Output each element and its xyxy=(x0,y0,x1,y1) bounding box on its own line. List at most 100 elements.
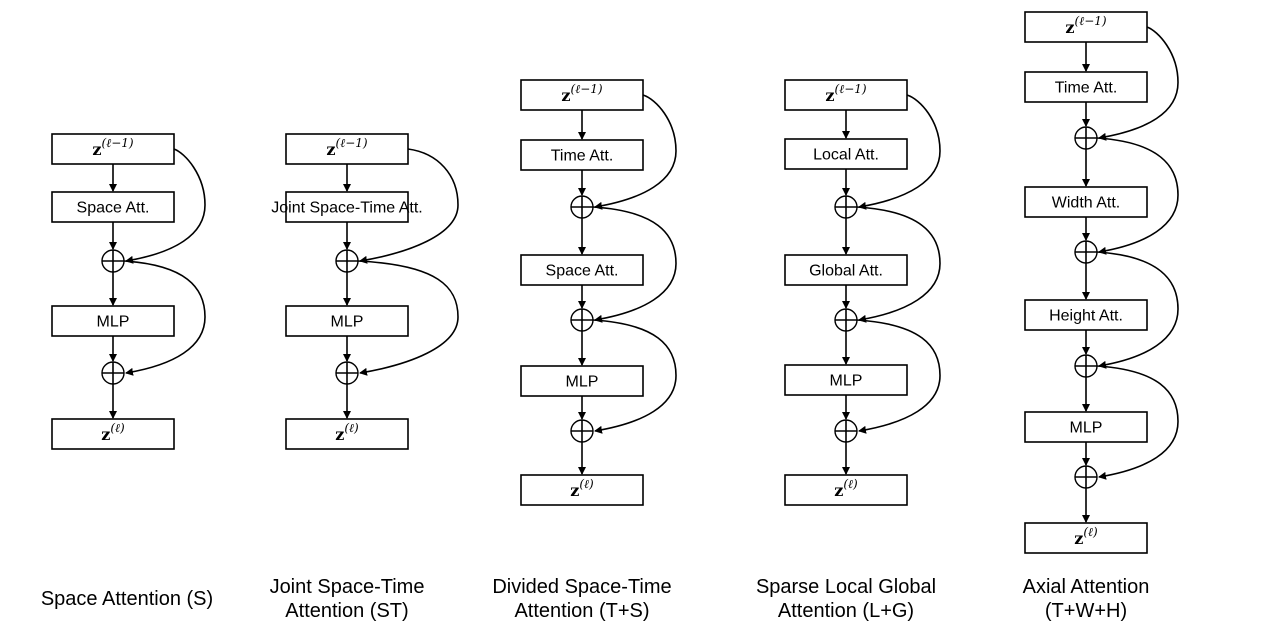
output-token-box: z(ℓ) xyxy=(520,474,644,506)
token-label: z(ℓ−1) xyxy=(825,82,866,105)
residual-add-node xyxy=(335,249,359,273)
block-outline xyxy=(1024,11,1148,43)
token-label: z(ℓ) xyxy=(101,421,125,444)
caption-line: Attention (T+S) xyxy=(514,600,649,622)
residual-add-node xyxy=(570,308,594,332)
residual-add-node xyxy=(570,419,594,443)
residual-add-node xyxy=(1074,354,1098,378)
token-label: z(ℓ−1) xyxy=(326,136,367,159)
diagram-sparse-local-global-attention: z(ℓ−1)Local Att.Global Att.MLPz(ℓ)Sparse… xyxy=(756,79,941,622)
input-token-box: z(ℓ−1) xyxy=(1024,11,1148,43)
residual-connection xyxy=(357,260,459,376)
input-token-box: z(ℓ−1) xyxy=(285,133,409,165)
block-outline xyxy=(784,474,908,506)
output-token-box: z(ℓ) xyxy=(285,418,409,450)
diagram-axial-attention: z(ℓ−1)Time Att.Width Att.Height Att.MLPz… xyxy=(1023,11,1179,622)
block-outline xyxy=(520,474,644,506)
block-outline xyxy=(520,365,644,397)
token-superscript: (ℓ) xyxy=(110,421,125,435)
token-superscript: (ℓ−1) xyxy=(336,136,368,150)
block-label: Space Att. xyxy=(546,263,619,280)
residual-add-node xyxy=(570,195,594,219)
token-main: z xyxy=(561,86,570,105)
residual-add-node xyxy=(834,195,858,219)
block-outline xyxy=(520,79,644,111)
input-token-box: z(ℓ−1) xyxy=(520,79,644,111)
block-outline xyxy=(51,418,175,450)
token-main: z xyxy=(326,140,335,159)
block-joint-space-time-att: Joint Space-Time Att. xyxy=(271,191,423,223)
residual-connection xyxy=(856,206,941,323)
token-main: z xyxy=(834,481,843,500)
block-outline xyxy=(1024,299,1148,331)
token-superscript: (ℓ) xyxy=(843,477,858,491)
token-label: z(ℓ) xyxy=(570,477,594,500)
block-label: MLP xyxy=(97,314,130,331)
token-label: z(ℓ) xyxy=(1074,525,1098,548)
token-main: z xyxy=(92,140,101,159)
residual-connection xyxy=(123,260,206,376)
token-superscript: (ℓ−1) xyxy=(102,136,134,150)
token-main: z xyxy=(335,425,344,444)
caption-line: Axial Attention xyxy=(1023,576,1150,598)
residual-connection xyxy=(1096,365,1179,480)
residual-add-node xyxy=(101,361,125,385)
diagram-caption: Space Attention (S) xyxy=(41,588,213,610)
token-main: z xyxy=(101,425,110,444)
token-main: z xyxy=(1074,529,1083,548)
block-label: Global Att. xyxy=(809,263,883,280)
residual-add-node xyxy=(1074,126,1098,150)
caption-line: Attention (L+G) xyxy=(778,600,914,622)
token-label: z(ℓ−1) xyxy=(92,136,133,159)
residual-connection xyxy=(594,94,677,210)
caption-line: Joint Space-Time xyxy=(270,576,425,598)
block-outline xyxy=(51,191,175,223)
token-label: z(ℓ) xyxy=(834,477,858,500)
input-token-box: z(ℓ−1) xyxy=(784,79,908,111)
residual-add-node xyxy=(834,419,858,443)
residual-connection xyxy=(1096,251,1179,369)
token-main: z xyxy=(825,86,834,105)
residual-add-node xyxy=(101,249,125,273)
block-outline xyxy=(285,133,409,165)
token-superscript: (ℓ) xyxy=(344,421,359,435)
block-outline xyxy=(285,191,409,223)
block-label: Height Att. xyxy=(1049,308,1123,325)
block-outline xyxy=(1024,186,1148,218)
block-space-att: Space Att. xyxy=(51,191,175,223)
caption-line: Divided Space-Time xyxy=(492,576,671,598)
block-mlp: MLP xyxy=(784,364,908,396)
block-outline xyxy=(285,305,409,337)
residual-connection xyxy=(856,319,941,434)
token-superscript: (ℓ−1) xyxy=(1075,14,1107,28)
input-token-box: z(ℓ−1) xyxy=(51,133,175,165)
block-mlp: MLP xyxy=(1024,411,1148,443)
block-mlp: MLP xyxy=(285,305,409,337)
token-superscript: (ℓ) xyxy=(579,477,594,491)
token-label: z(ℓ) xyxy=(335,421,359,444)
token-main: z xyxy=(1065,18,1074,37)
block-label: Space Att. xyxy=(77,200,150,217)
token-superscript: (ℓ−1) xyxy=(835,82,867,96)
residual-connection xyxy=(1096,137,1179,255)
output-token-box: z(ℓ) xyxy=(1024,522,1148,554)
block-outline xyxy=(1024,411,1148,443)
residual-connection xyxy=(125,148,206,264)
token-superscript: (ℓ−1) xyxy=(571,82,603,96)
diagram-caption: Axial Attention(T+W+H) xyxy=(1023,576,1150,622)
block-label: Local Att. xyxy=(813,147,879,164)
block-height-att: Height Att. xyxy=(1024,299,1148,331)
residual-add-node xyxy=(1074,465,1098,489)
block-global-att: Global Att. xyxy=(784,254,908,286)
block-label: Width Att. xyxy=(1052,195,1120,212)
caption-line: Sparse Local Global xyxy=(756,576,936,598)
residual-connection xyxy=(1098,26,1179,141)
caption-line: Attention (ST) xyxy=(285,600,408,622)
block-outline xyxy=(51,133,175,165)
block-mlp: MLP xyxy=(520,365,644,397)
output-token-box: z(ℓ) xyxy=(784,474,908,506)
token-label: z(ℓ−1) xyxy=(1065,14,1106,37)
block-mlp: MLP xyxy=(51,305,175,337)
